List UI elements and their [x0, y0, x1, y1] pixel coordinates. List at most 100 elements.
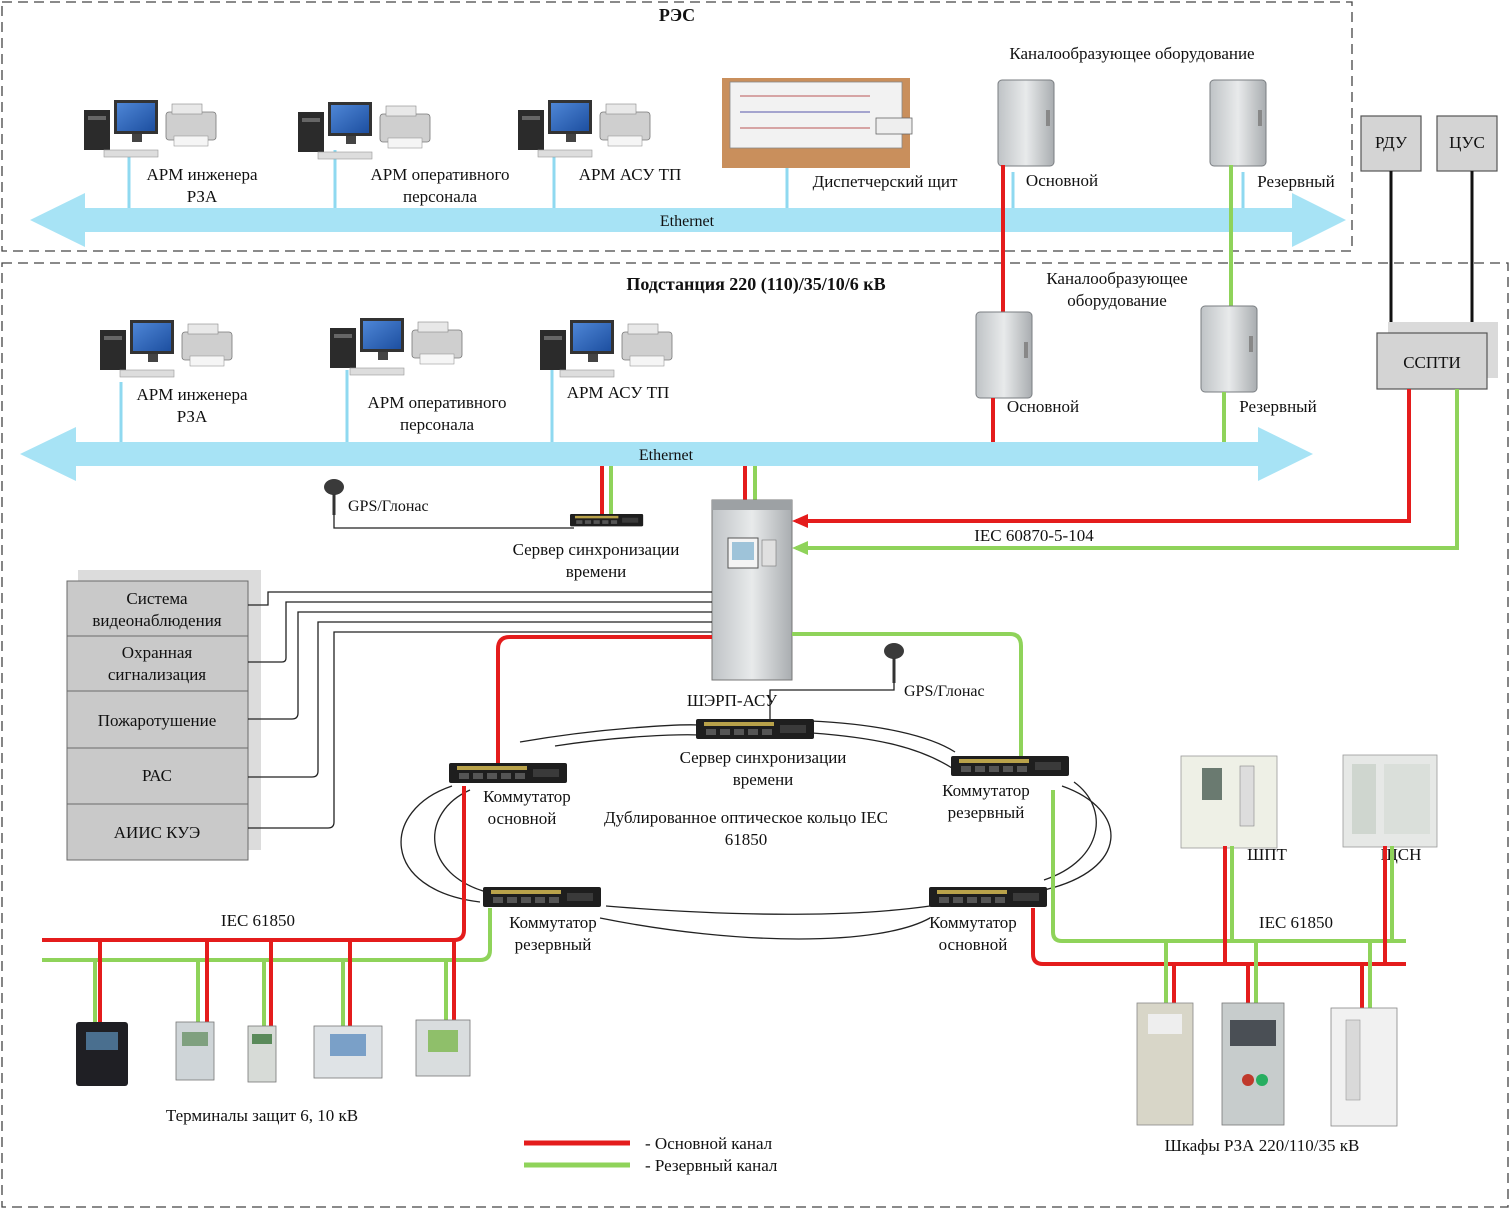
legend-reserve-label: - Резервный канал: [645, 1156, 778, 1175]
switch-reserve-right-icon: [951, 756, 1069, 776]
switch-reserve-right-label-2: резервный: [948, 803, 1025, 822]
system-security-box: [66, 635, 249, 692]
system-video-box: [66, 580, 249, 637]
res-channel-reserve-label: Резервный: [1257, 172, 1334, 191]
systems-panel: [66, 580, 249, 861]
res-ethernet-label: Ethernet: [660, 213, 715, 230]
legend-main-label: - Основной канал: [645, 1134, 773, 1153]
gps-antenna-2-icon: [884, 643, 904, 683]
sub-arm-op-workstation-icon: [329, 317, 463, 376]
sherp-asu-cabinet-icon: [711, 499, 793, 681]
res-channel-reserve-cabinet-icon: [1209, 79, 1267, 167]
system-security-label-1: Охранная: [122, 643, 193, 662]
substation-title: Подстанция 220 (110)/35/10/6 кВ: [626, 274, 885, 295]
system-ras-box: [66, 747, 249, 805]
system-fire-label: Пожаротушение: [98, 711, 217, 730]
system-aiis-label: АИИС КУЭ: [114, 823, 200, 842]
res-arm-rza-label-1: АРМ инженера: [146, 165, 258, 184]
sub-arm-asu-workstation-icon: [539, 319, 673, 378]
iec61850-right-label: IEC 61850: [1259, 913, 1333, 932]
switch-reserve-left-label-1: Коммутатор: [509, 913, 597, 932]
switch-main-right-icon: [929, 887, 1047, 907]
terminal-3-icon: [247, 1025, 277, 1083]
sync-server-1-icon: [570, 514, 644, 527]
sync-server-1-label-2: времени: [566, 562, 627, 581]
rza-cabinet-3-icon: [1330, 1007, 1398, 1127]
gps-2-label: GPS/Глонас: [904, 683, 985, 700]
rza-cabinet-1-icon: [1136, 1002, 1194, 1126]
switch-main-right-label-1: Коммутатор: [929, 913, 1017, 932]
ssnti-label: ССПТИ: [1403, 353, 1461, 372]
substation-ethernet-label: Ethernet: [639, 447, 694, 464]
sub-arm-asu-label: АРМ АСУ ТП: [567, 383, 670, 402]
cus-box: [1436, 115, 1498, 172]
iec61850-left-label: IEC 61850: [221, 911, 295, 930]
terminal-2-icon: [175, 1021, 215, 1081]
cus-label: ЦУС: [1449, 133, 1485, 152]
res-arm-asu-label: АРМ АСУ ТП: [579, 165, 682, 184]
sub-arm-rza-label-1: АРМ инженера: [136, 385, 248, 404]
shpt-cabinet-icon: [1180, 755, 1278, 849]
iec104-label: IEC 60870-5-104: [974, 526, 1094, 545]
sub-channel-main-label: Основной: [1007, 397, 1079, 416]
switch-reserve-left-icon: [483, 887, 601, 907]
gps-antenna-1-icon: [324, 479, 344, 515]
sub-channel-equipment-label-1: Каналообразующее: [1046, 269, 1187, 288]
sub-channel-equipment-label-2: оборудование: [1067, 291, 1167, 310]
sub-arm-op-label-2: персонала: [400, 415, 474, 434]
switch-reserve-right-label-1: Коммутатор: [942, 781, 1030, 800]
terminal-4-icon: [313, 1025, 383, 1079]
switch-reserve-left-label-2: резервный: [515, 935, 592, 954]
terminals-label: Терминалы защит 6, 10 кВ: [166, 1106, 358, 1125]
sherp-asu-label: ШЭРП-АСУ: [687, 691, 778, 710]
gps-1-label: GPS/Глонас: [348, 498, 429, 515]
sync-server-2-label-1: Сервер синхронизации: [680, 748, 847, 767]
dispatch-board-icon: [722, 78, 913, 168]
res-channel-equipment-title: Каналообразующее оборудование: [1009, 44, 1254, 63]
switch-main-right-label-2: основной: [939, 935, 1008, 954]
substation-ethernet-bus: Ethernet: [20, 427, 1313, 481]
rza-cabinet-2-icon: [1221, 1002, 1285, 1126]
sync-server-1-label-1: Сервер синхронизации: [513, 540, 680, 559]
substation-zone-border: [1, 262, 1509, 1208]
sub-channel-reserve-cabinet-icon: [1200, 305, 1258, 393]
res-channel-main-label: Основной: [1026, 171, 1098, 190]
shpt-label: ШПТ: [1247, 845, 1287, 864]
system-ras-label: РАС: [142, 766, 172, 785]
res-channel-main-cabinet-icon: [997, 79, 1055, 167]
terminal-1-icon: [76, 1022, 128, 1086]
sub-channel-reserve-label: Резервный: [1239, 397, 1316, 416]
terminal-5-icon: [415, 1019, 471, 1077]
res-arm-rza-label-2: РЗА: [187, 187, 218, 206]
sub-channel-main-cabinet-icon: [975, 311, 1033, 399]
res-zone-border: [1, 1, 1353, 252]
rza-cabinets-label: Шкафы РЗА 220/110/35 кВ: [1165, 1136, 1360, 1155]
system-security-label-2: сигнализация: [108, 665, 206, 684]
system-fire-box: [66, 690, 249, 749]
res-arm-asu-workstation-icon: [517, 99, 651, 158]
system-aiis-box: [66, 803, 249, 861]
sync-server-2-icon: [696, 719, 814, 739]
switch-main-left-label-1: Коммутатор: [483, 787, 571, 806]
sub-arm-rza-label-2: РЗА: [177, 407, 208, 426]
system-video-label-2: видеонаблюдения: [92, 611, 221, 630]
switch-main-left-label-2: основной: [488, 809, 557, 828]
ring-label-1: Дублированное оптическое кольцо IEC: [604, 808, 888, 827]
system-video-label-1: Система: [126, 589, 188, 608]
sub-arm-rza-workstation-icon: [99, 319, 233, 378]
res-arm-rza-workstation-icon: [83, 99, 217, 158]
legend: - Основной канал - Резервный канал: [524, 1134, 778, 1175]
res-arm-op-workstation-icon: [297, 101, 431, 160]
res-arm-op-label-1: АРМ оперативного: [370, 165, 509, 184]
ssnti-box: [1376, 332, 1488, 390]
shsn-cabinet-icon: [1342, 754, 1438, 848]
sub-arm-op-label-1: АРМ оперативного: [367, 393, 506, 412]
dispatch-board-label: Диспетчерский щит: [813, 172, 958, 191]
ring-label-2: 61850: [725, 830, 768, 849]
res-title: РЭС: [659, 5, 695, 25]
rdu-box: [1360, 115, 1422, 172]
sync-server-2-label-2: времени: [733, 770, 794, 789]
res-arm-op-label-2: персонала: [403, 187, 477, 206]
res-ethernet-bus: Ethernet: [30, 193, 1346, 247]
